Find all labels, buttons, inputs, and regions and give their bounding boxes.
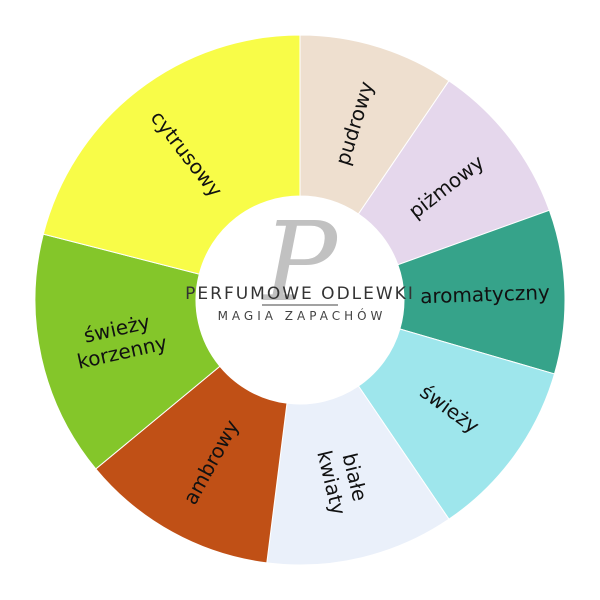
slice-label: aromatyczny [420, 280, 551, 308]
logo-monogram: P [261, 198, 339, 326]
logo-subtitle: MAGIA ZAPACHÓW [218, 308, 387, 323]
center-logo: P PERFUMOWE ODLEWKI MAGIA ZAPACHÓW [185, 196, 415, 404]
logo-title: PERFUMOWE ODLEWKI [185, 284, 415, 304]
